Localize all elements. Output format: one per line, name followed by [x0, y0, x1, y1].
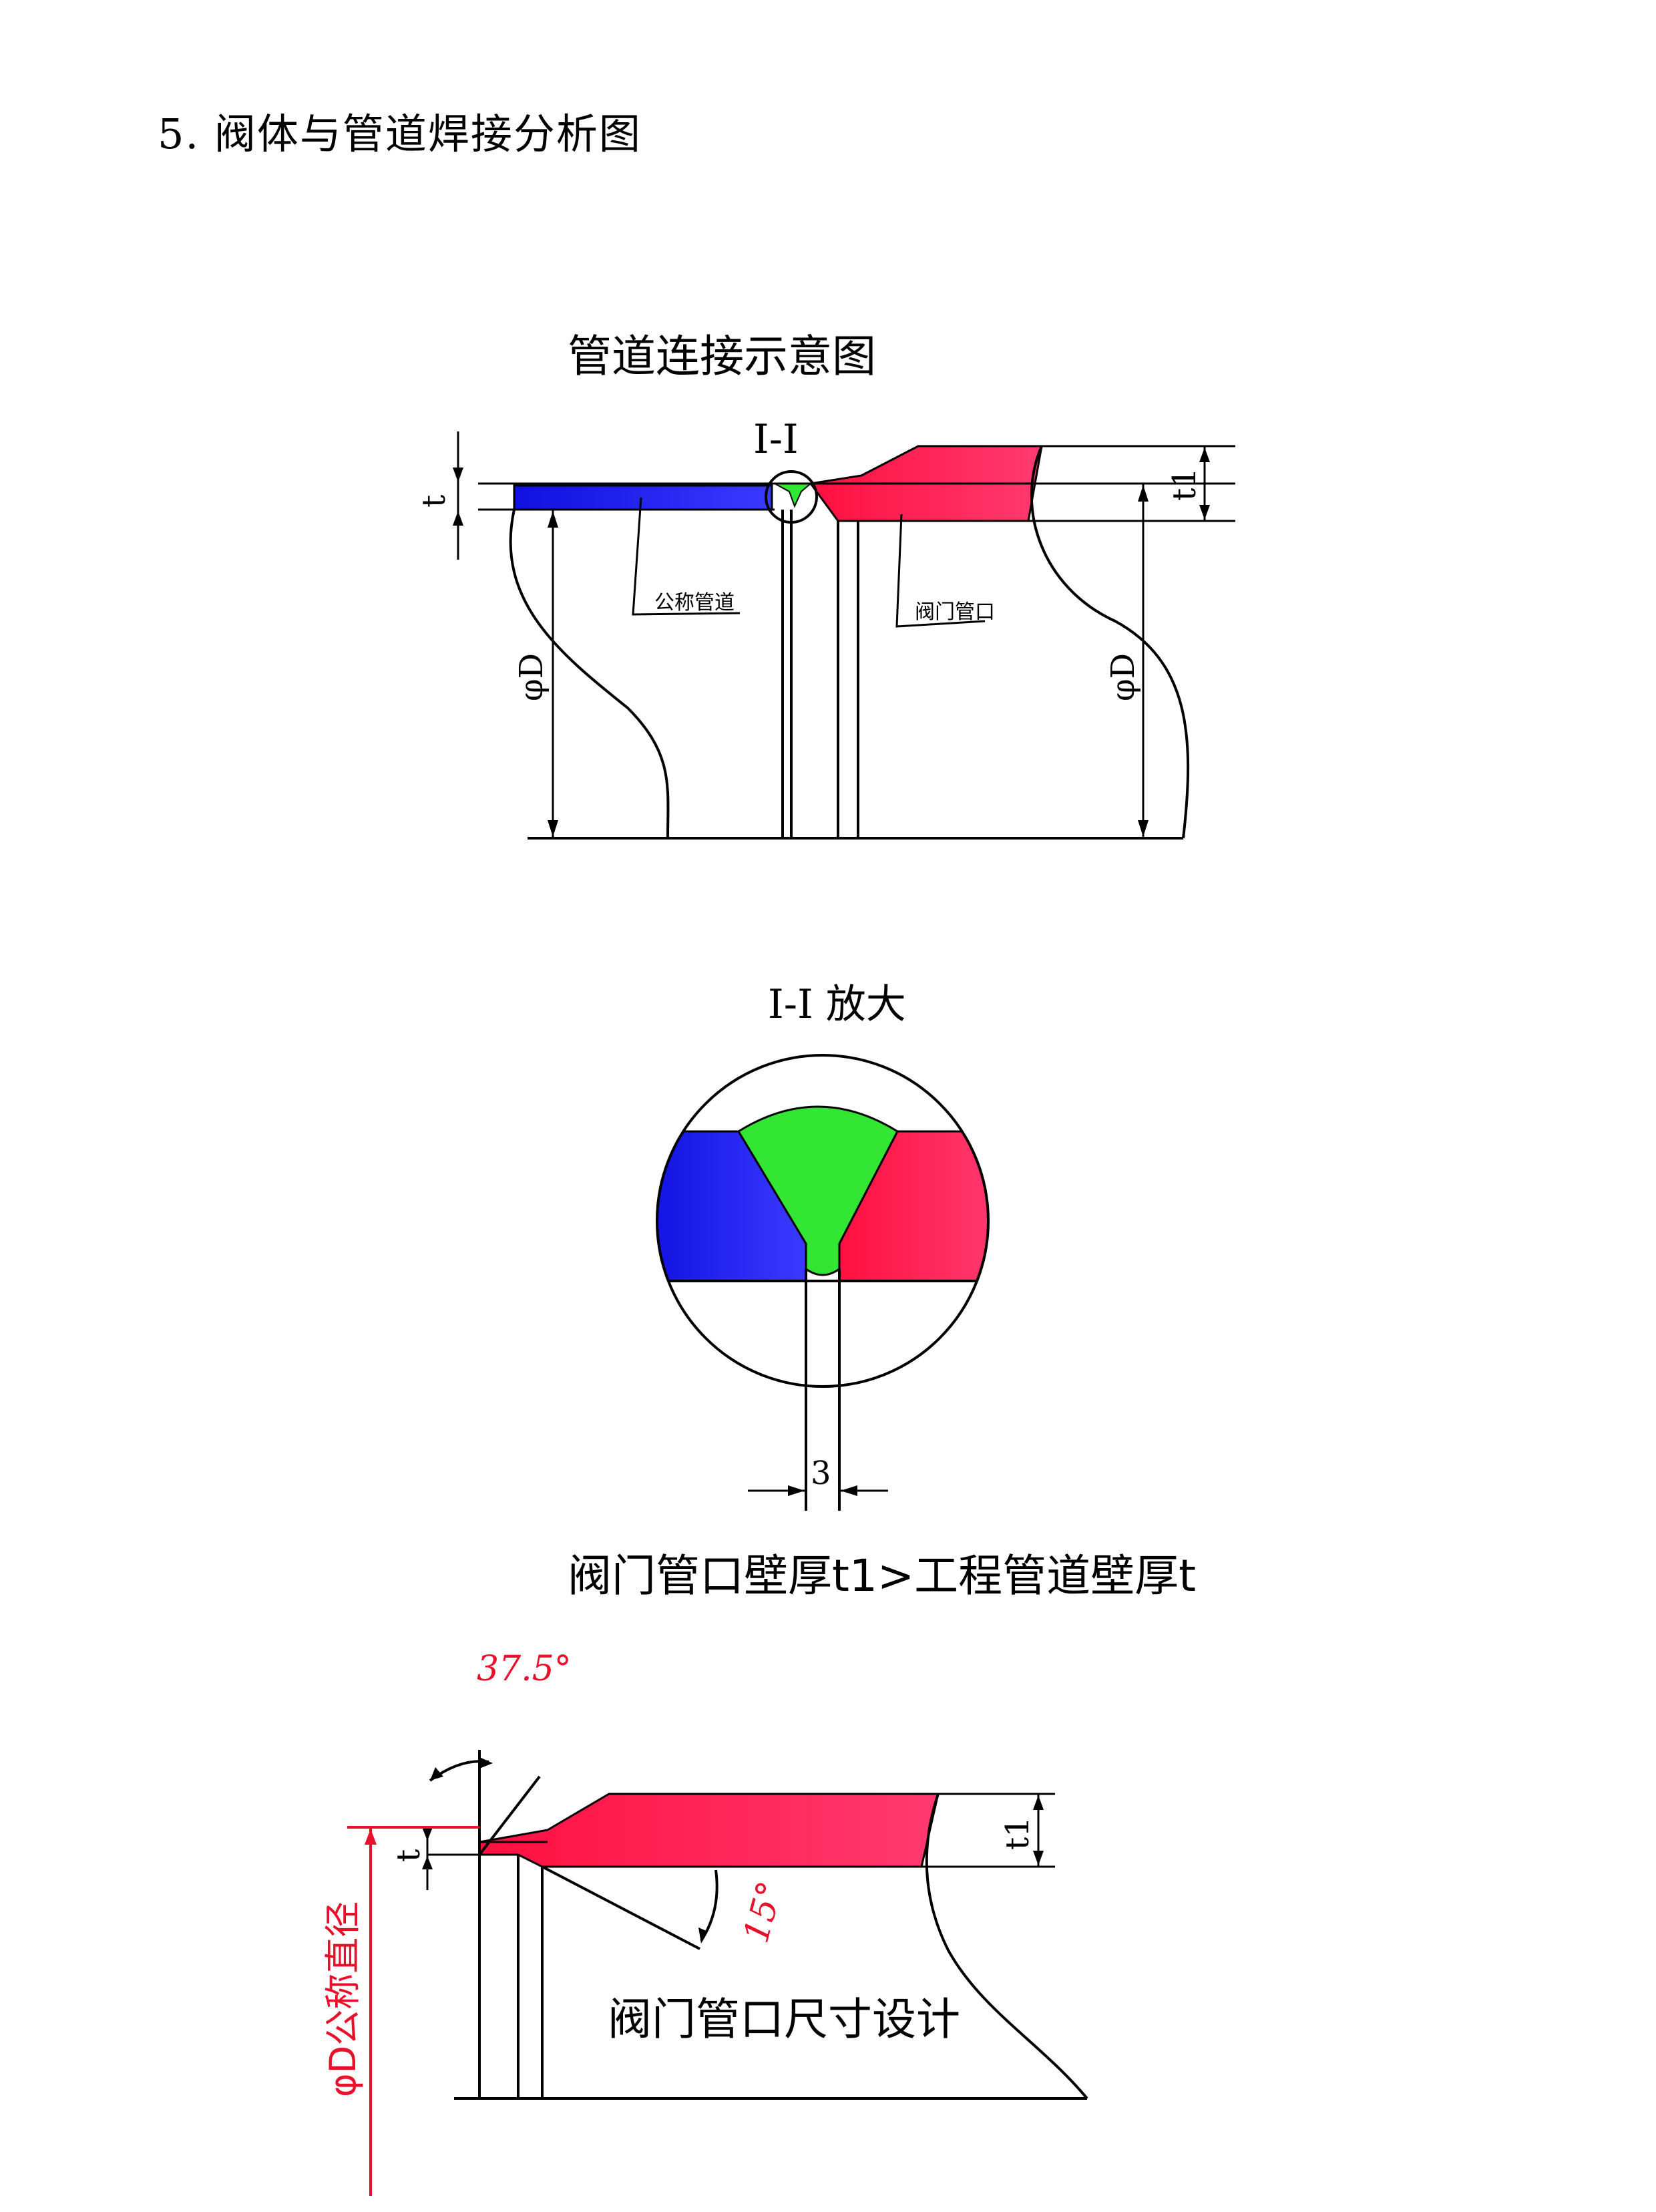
nozzle-body	[478, 1793, 940, 1868]
bevel-angle-line	[478, 1775, 541, 1856]
break-line-left	[509, 509, 670, 839]
label-valve: 阀门管口	[915, 600, 995, 624]
mag-circle	[656, 1054, 990, 1388]
break-line-right	[1030, 445, 1190, 839]
angle-top: 37.5°	[477, 1649, 572, 1689]
dim-diameter-right: φD	[1104, 653, 1142, 701]
gap-dimension: 3	[811, 1455, 831, 1492]
mag-weld	[737, 1105, 899, 1276]
angle-bottom: 15°	[737, 1877, 791, 1948]
fig3-caption: 阀门管口尺寸设计	[608, 1994, 960, 2045]
leader-pipe	[632, 497, 741, 616]
dim-t: t	[390, 1849, 427, 1862]
pipe-wall	[513, 484, 773, 511]
fig2-caption: 阀门管口壁厚t1>工程管道壁厚t	[568, 1550, 1196, 1602]
section-mark: I-I	[753, 416, 799, 463]
pipe-connection-diagram: 管道连接示意图 I-I 公称管道 阀门管口	[415, 331, 1235, 840]
section-heading: 5. 阀体与管道焊接分析图	[158, 110, 642, 158]
magnified-section: I-I 放大 3 阀门管口壁厚t1>工程管道壁厚t	[568, 981, 1196, 1602]
break-line-nozzle	[925, 1793, 1088, 2100]
dim-t-left: t	[415, 495, 453, 508]
weld-bead	[774, 483, 813, 508]
taper-angle-line	[542, 1865, 700, 1950]
fig1-title: 管道连接示意图	[568, 331, 876, 382]
leader-valve	[895, 514, 986, 628]
valve-nozzle-design: 37.5° 15° t t1 φD公称直径 阀门管口尺寸设计	[322, 1649, 1088, 2196]
dim-nominal-diameter: φD公称直径	[322, 1901, 364, 2097]
label-pipe: 公称管道	[654, 591, 735, 614]
dim-t1: t1	[999, 1817, 1036, 1850]
dim-t1-right: t1	[1166, 468, 1203, 501]
dim-diameter-left: φD	[513, 653, 550, 701]
fig2-title: I-I 放大	[768, 981, 906, 1028]
